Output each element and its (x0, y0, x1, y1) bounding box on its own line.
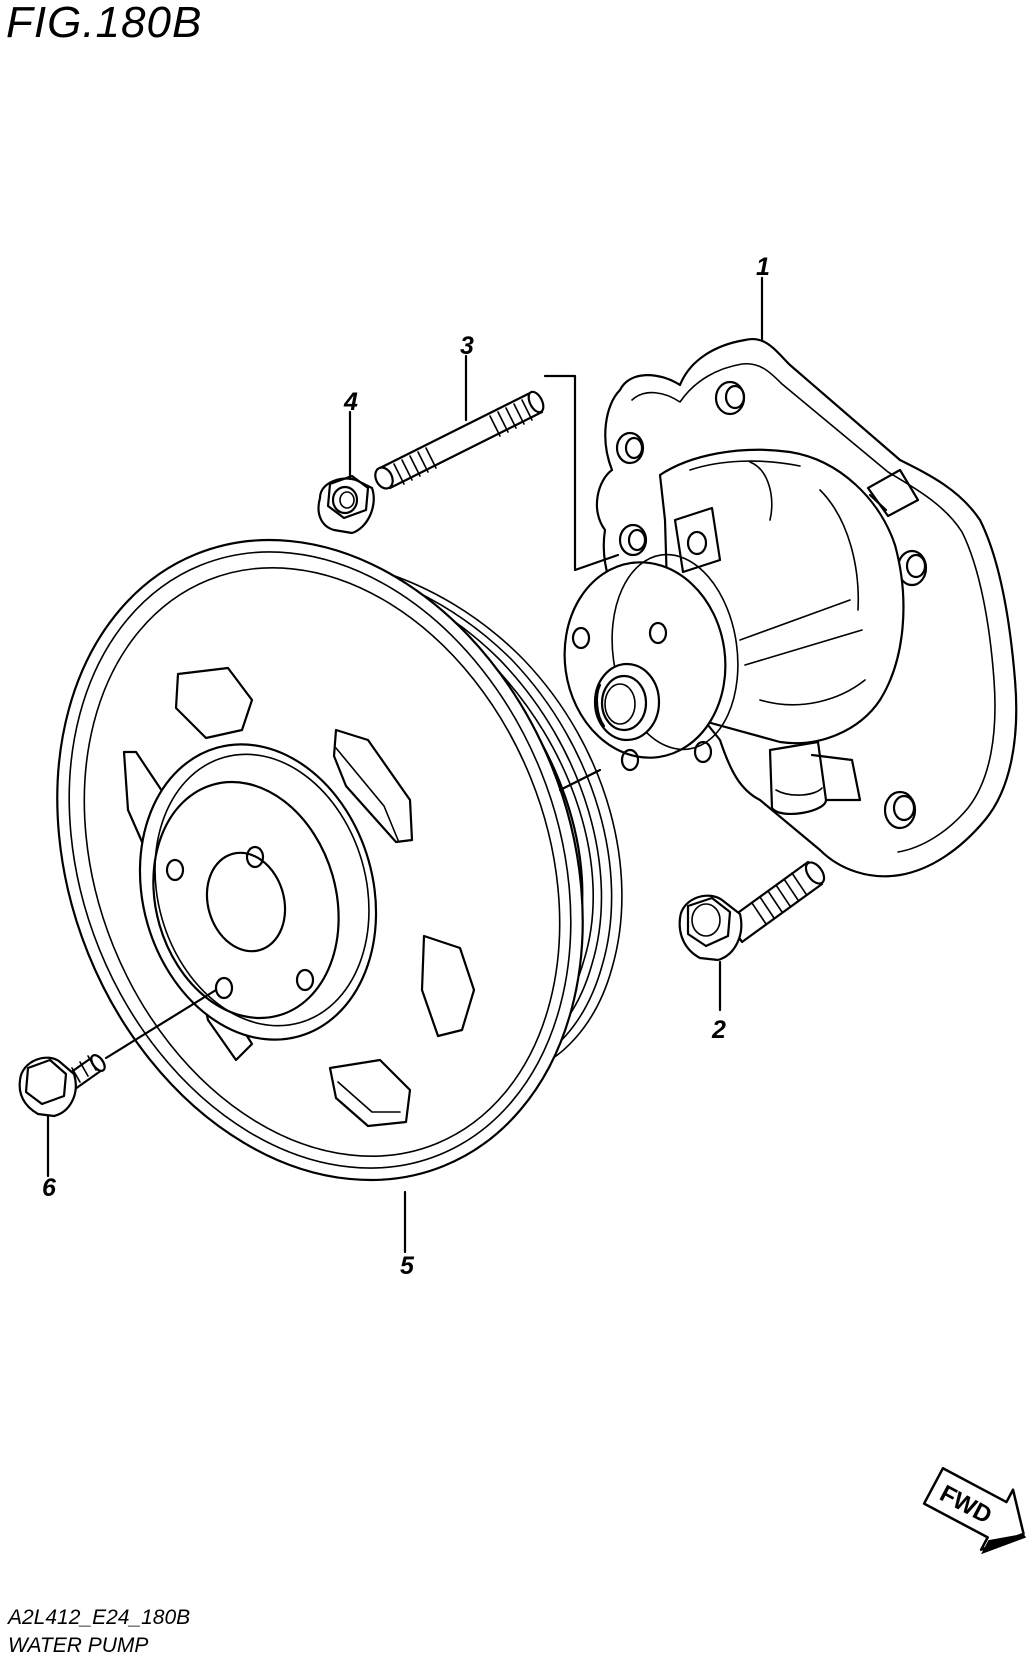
leader-3 (543, 374, 620, 572)
callout-6: 6 (42, 1174, 57, 1202)
pulley (56, 538, 623, 1182)
flange-nut (317, 474, 375, 535)
fwd-arrow-icon: FWD (922, 1467, 1027, 1555)
callout-3: 3 (460, 332, 474, 360)
leader-6b (104, 988, 218, 1060)
figure-code: A2L412_E24_180B (8, 1606, 191, 1629)
leader-pulley-pump (558, 768, 602, 792)
water-pump-body (563, 337, 1018, 878)
callout-1: 1 (756, 253, 770, 281)
callout-2: 2 (711, 1016, 726, 1044)
stud-bolt (374, 390, 545, 490)
figure-title: FIG.180B (6, 0, 203, 47)
leader-lines (46, 276, 764, 1254)
callout-5: 5 (400, 1252, 415, 1280)
callout-4: 4 (343, 388, 358, 416)
pump-bolt (678, 860, 826, 962)
pulley-bolt (18, 1054, 106, 1118)
figure-name: WATER PUMP (8, 1634, 149, 1657)
